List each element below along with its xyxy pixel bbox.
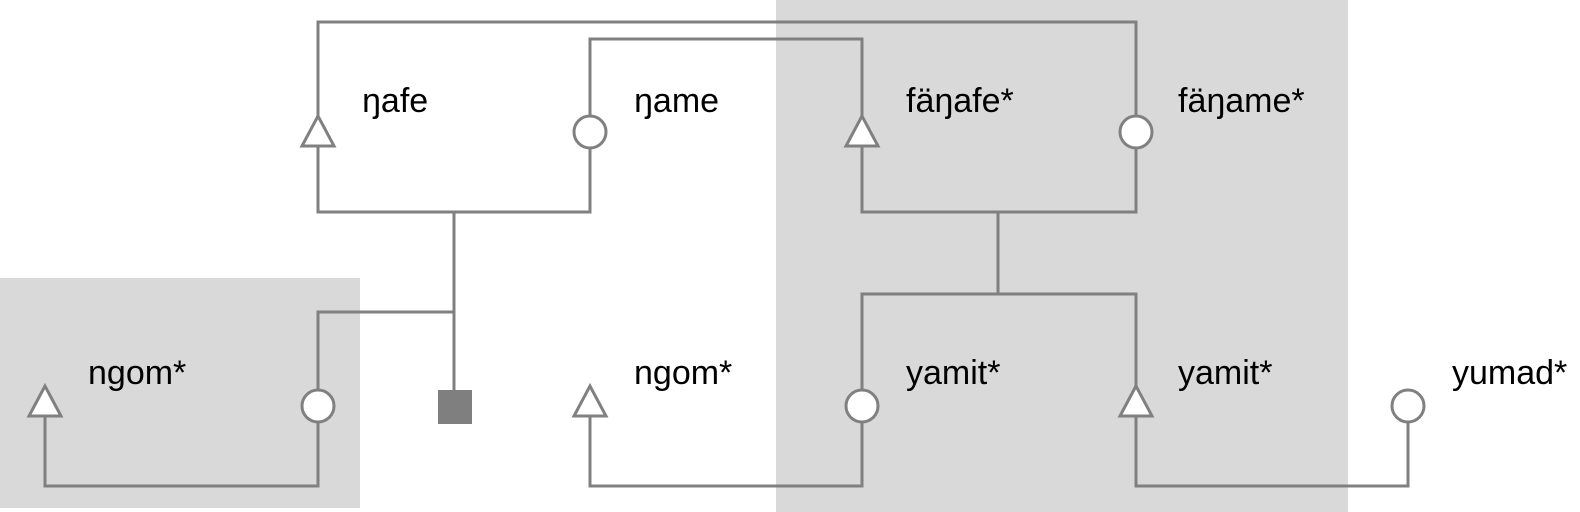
ngom-mid-triangle-icon (571, 382, 609, 418)
name-circle-icon (572, 114, 608, 150)
yamit-bracket (860, 292, 1138, 390)
branch-to-ngom-circle (316, 310, 454, 390)
ngom-left-circle-icon (300, 388, 336, 424)
label-yamit-circle: yamit* (906, 354, 1000, 392)
label-faname: fäŋame* (1178, 82, 1305, 120)
label-ngom-left: ngom* (88, 354, 186, 392)
yamit-circle-icon (844, 388, 880, 424)
ngom-mid-bottom-bracket (588, 416, 864, 488)
terminal-square-icon (438, 390, 472, 424)
label-ngom-mid: ngom* (634, 354, 732, 392)
yamit-triangle-icon (1117, 382, 1155, 418)
shaded-region-left (0, 278, 360, 508)
yumad-circle-icon (1390, 388, 1426, 424)
ngom-left-triangle-icon (26, 382, 64, 418)
label-yamit-triangle: yamit* (1178, 354, 1272, 392)
label-fanafe: fäŋafe* (906, 82, 1014, 120)
nafe-triangle-icon (299, 112, 337, 148)
label-yumad: yumad* (1452, 354, 1567, 392)
shaded-region-right (776, 0, 1348, 512)
fanafe-triangle-icon (843, 112, 881, 148)
yumad-bottom-bracket (1134, 416, 1410, 488)
inner-top-connector (588, 37, 864, 116)
left-group-bracket (316, 146, 592, 214)
faname-circle-icon (1118, 114, 1154, 150)
connector-lines (43, 20, 1410, 488)
label-nafe: ŋafe (362, 82, 428, 120)
ngom-left-bottom-bracket (43, 416, 320, 488)
outer-top-connector (316, 20, 1138, 116)
label-name: ŋame (634, 82, 719, 120)
